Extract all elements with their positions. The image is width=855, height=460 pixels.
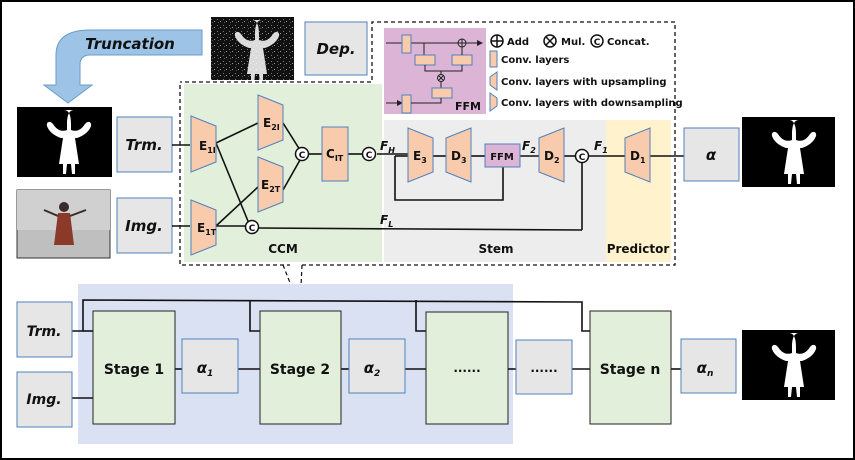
svg-text:Stage 2: Stage 2 <box>270 362 330 378</box>
truncation-arrow: Truncation <box>42 29 203 104</box>
legend-add: Add <box>507 37 529 48</box>
svg-text:D2: D2 <box>544 149 560 165</box>
depth-image <box>211 17 294 84</box>
concat-node-stem: C <box>574 148 590 164</box>
stage-n: Stage n <box>589 310 672 425</box>
svg-text:C: C <box>594 38 601 48</box>
svg-text:α1: α1 <box>197 359 214 379</box>
feature-f2: F2 <box>522 139 536 155</box>
concat-node-fl: C <box>244 219 260 235</box>
feature-f1: F1 <box>594 139 608 155</box>
legend-mul: Mul. <box>561 37 585 48</box>
feature-fl: FL <box>380 213 393 229</box>
legend-conv: Conv. layers <box>501 55 569 66</box>
svg-text:E1I: E1I <box>199 139 216 155</box>
cascade-trimap-label: Trm. <box>27 324 62 340</box>
concat-node-ccm: C <box>294 146 310 162</box>
conv-layer-icon <box>489 50 498 68</box>
legend-conv-down: Conv. layers with downsampling <box>501 98 683 109</box>
concat-node-fh: C <box>361 146 377 162</box>
ffm-detail: FFM <box>384 28 486 114</box>
alpha-2: α2 <box>348 338 406 394</box>
legend-conv-up: Conv. layers with upsampling <box>501 77 667 88</box>
d3-block: D3 <box>445 127 472 183</box>
e1i-block: E1I <box>190 115 217 173</box>
svg-text:αn: αn <box>697 359 714 379</box>
svg-text:E3: E3 <box>413 149 427 165</box>
svg-text:E2T: E2T <box>261 178 281 194</box>
e3-block: E3 <box>407 127 434 183</box>
cit-block: CIT <box>321 126 349 182</box>
svg-text:Stage n: Stage n <box>600 362 661 378</box>
image-label-box <box>116 197 173 254</box>
ffm-block: FFM <box>484 143 521 168</box>
svg-text:C: C <box>299 151 306 161</box>
svg-text:FFM: FFM <box>490 152 514 163</box>
cascade-image-label: Img. <box>26 392 61 408</box>
image-label: Img. <box>125 217 163 235</box>
e2i-block: E2I <box>257 94 284 151</box>
ccm-title: CCM <box>268 242 298 256</box>
svg-text:E1T: E1T <box>197 221 217 237</box>
alpha-1: α1 <box>181 338 239 394</box>
predictor-title: Predictor <box>607 242 670 256</box>
alpha-ellipsis: ...... <box>515 339 573 395</box>
legend: Add Mul. C Concat. Conv. layers Conv. la… <box>489 34 683 112</box>
truncation-label: Truncation <box>85 35 175 53</box>
svg-text:C: C <box>249 224 256 234</box>
svg-text:C: C <box>579 153 586 163</box>
cascade-connections <box>72 299 681 399</box>
stage-ellipsis: ...... <box>425 311 509 425</box>
cascade-trimap-box <box>16 301 73 358</box>
stage-1: Stage 1 <box>92 310 176 425</box>
depth-label-box <box>304 21 368 76</box>
depth-label: Dep. <box>316 40 355 58</box>
trimap-label: Trm. <box>125 136 162 154</box>
alpha-output-label: α <box>706 146 717 164</box>
alpha-output-box <box>683 127 740 182</box>
final-alpha-matte-image <box>742 330 835 400</box>
concat-icon: C <box>590 34 604 48</box>
stem-title: Stem <box>478 242 513 256</box>
alpha-matte-image <box>742 117 835 187</box>
feature-fh: FH <box>380 139 395 155</box>
add-icon <box>490 34 504 48</box>
svg-text:D3: D3 <box>451 149 467 165</box>
svg-text:α2: α2 <box>364 359 381 379</box>
svg-text:C: C <box>366 151 373 161</box>
d2-block: D2 <box>538 127 565 183</box>
svg-text:CIT: CIT <box>326 147 344 163</box>
svg-text:......: ...... <box>453 361 480 375</box>
e2t-block: E2T <box>257 156 284 213</box>
rgb-image <box>16 189 111 259</box>
svg-text:E2I: E2I <box>263 116 280 132</box>
upsampling-icon <box>489 71 498 91</box>
ffm-detail-title: FFM <box>455 100 481 113</box>
e1t-block: E1T <box>190 199 217 256</box>
cascade-image-box <box>16 371 73 428</box>
d1-block: D1 <box>624 127 651 183</box>
downsampling-icon <box>489 92 498 112</box>
svg-text:......: ...... <box>530 361 557 375</box>
legend-concat: Concat. <box>607 37 650 48</box>
trimap-image <box>17 107 112 177</box>
ccm-connections <box>172 122 583 231</box>
svg-text:D1: D1 <box>630 149 646 165</box>
stage-2: Stage 2 <box>259 310 342 425</box>
mul-icon <box>543 34 557 48</box>
alpha-n: αn <box>680 338 737 394</box>
svg-text:Stage 1: Stage 1 <box>104 362 164 378</box>
